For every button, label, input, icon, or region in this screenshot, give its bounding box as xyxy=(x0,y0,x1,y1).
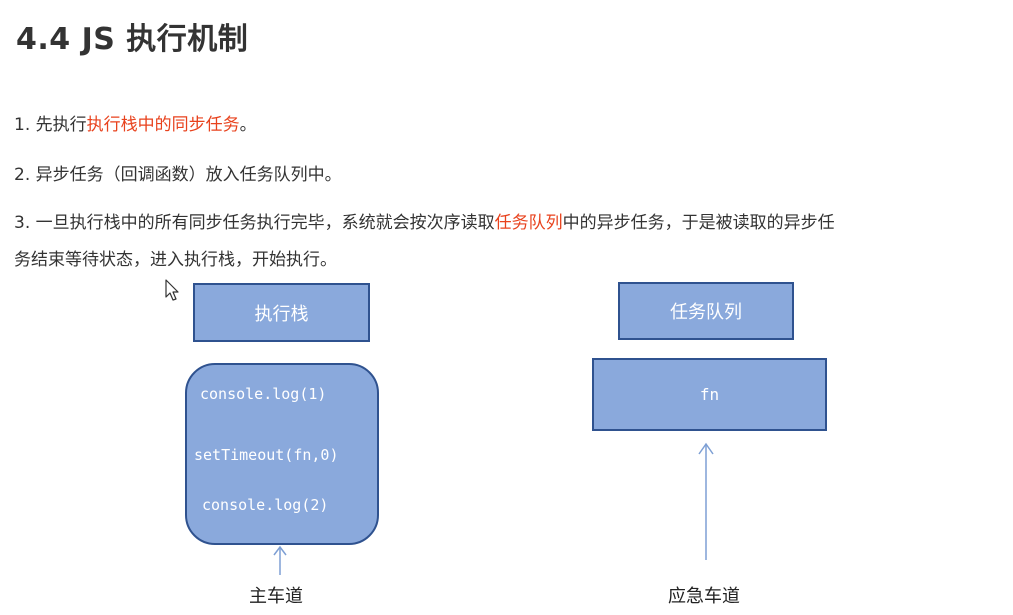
execution-stack-label: 执行栈 xyxy=(193,283,370,342)
stack-item: console.log(1) xyxy=(200,385,327,403)
step-1: 1. 先执行执行栈中的同步任务。 xyxy=(14,110,257,135)
step-3-pre: 3. 一旦执行栈中的所有同步任务执行完毕，系统就会按次序读取 xyxy=(14,213,495,233)
main-lane-label: 主车道 xyxy=(249,586,303,607)
task-queue-label: 任务队列 xyxy=(618,282,794,340)
stack-item: console.log(2) xyxy=(202,496,329,514)
execution-stack-body xyxy=(185,363,379,545)
step-1-pre: 1. 先执行 xyxy=(14,115,87,135)
main-lane-arrow-head xyxy=(273,545,287,556)
task-queue-body: fn xyxy=(592,358,827,431)
emergency-lane-label: 应急车道 xyxy=(668,586,740,607)
stack-item: setTimeout(fn,0) xyxy=(194,446,339,464)
emergency-lane-arrow-head xyxy=(698,442,714,455)
step-3-post: 中的异步任务，于是被读取的异步任 xyxy=(562,213,835,233)
step-3-line-2: 务结束等待状态，进入执行栈，开始执行。 xyxy=(14,250,337,270)
queue-item: fn xyxy=(699,385,720,404)
step-1-post: 。 xyxy=(239,115,257,135)
step-3-highlight: 任务队列 xyxy=(494,213,563,233)
step-1-highlight: 执行栈中的同步任务 xyxy=(86,115,240,135)
step-3: 3. 一旦执行栈中的所有同步任务执行完毕，系统就会按次序读取任务队列中的异步任务… xyxy=(14,208,835,233)
mouse-cursor-icon xyxy=(165,279,179,301)
page-title: 4.4 JS 执行机制 xyxy=(16,22,249,57)
step-2: 2. 异步任务（回调函数）放入任务队列中。 xyxy=(14,165,342,185)
